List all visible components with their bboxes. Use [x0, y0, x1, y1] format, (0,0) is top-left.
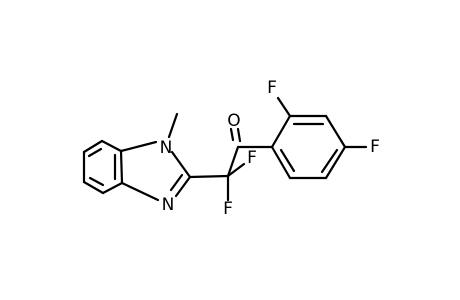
- bond: [119, 149, 124, 185]
- atom-o-carbonyl: O: [227, 111, 240, 131]
- carbonyl: [229, 127, 274, 149]
- bond: [82, 139, 104, 154]
- bond: [226, 162, 246, 178]
- atom-n-methyl: N: [160, 138, 173, 158]
- double-bond-inner: [87, 147, 103, 158]
- double-bond-inner: [236, 127, 242, 143]
- bond: [100, 139, 123, 153]
- difluorophenyl-ring: [270, 96, 368, 180]
- double-bond-inner: [169, 173, 184, 192]
- bond: [82, 180, 105, 195]
- bond: [229, 127, 235, 142]
- bond: [174, 175, 192, 198]
- double-bond-inner: [88, 176, 105, 187]
- atom-f-ortho: F: [267, 78, 277, 98]
- bond: [101, 181, 124, 195]
- atom-f-cf2-right: F: [247, 148, 257, 168]
- bond: [324, 114, 347, 149]
- bond: [226, 145, 240, 178]
- bond: [270, 114, 292, 149]
- bond: [324, 145, 347, 180]
- double-bond-inner: [279, 148, 296, 173]
- bond: [276, 96, 292, 118]
- bond: [270, 145, 292, 180]
- benzo-ring: [82, 139, 124, 195]
- atom-f-cf2-bottom: F: [223, 199, 233, 219]
- bond: [120, 181, 160, 202]
- cf2-linker: [188, 145, 246, 202]
- bond: [188, 174, 230, 179]
- bond: [170, 150, 192, 179]
- double-bond-inner: [320, 148, 339, 174]
- bond: [167, 112, 179, 139]
- atom-f-para: F: [370, 137, 380, 157]
- imidazole-ring: [119, 112, 192, 202]
- atom-n-imine: N: [162, 195, 175, 215]
- bond: [119, 140, 158, 153]
